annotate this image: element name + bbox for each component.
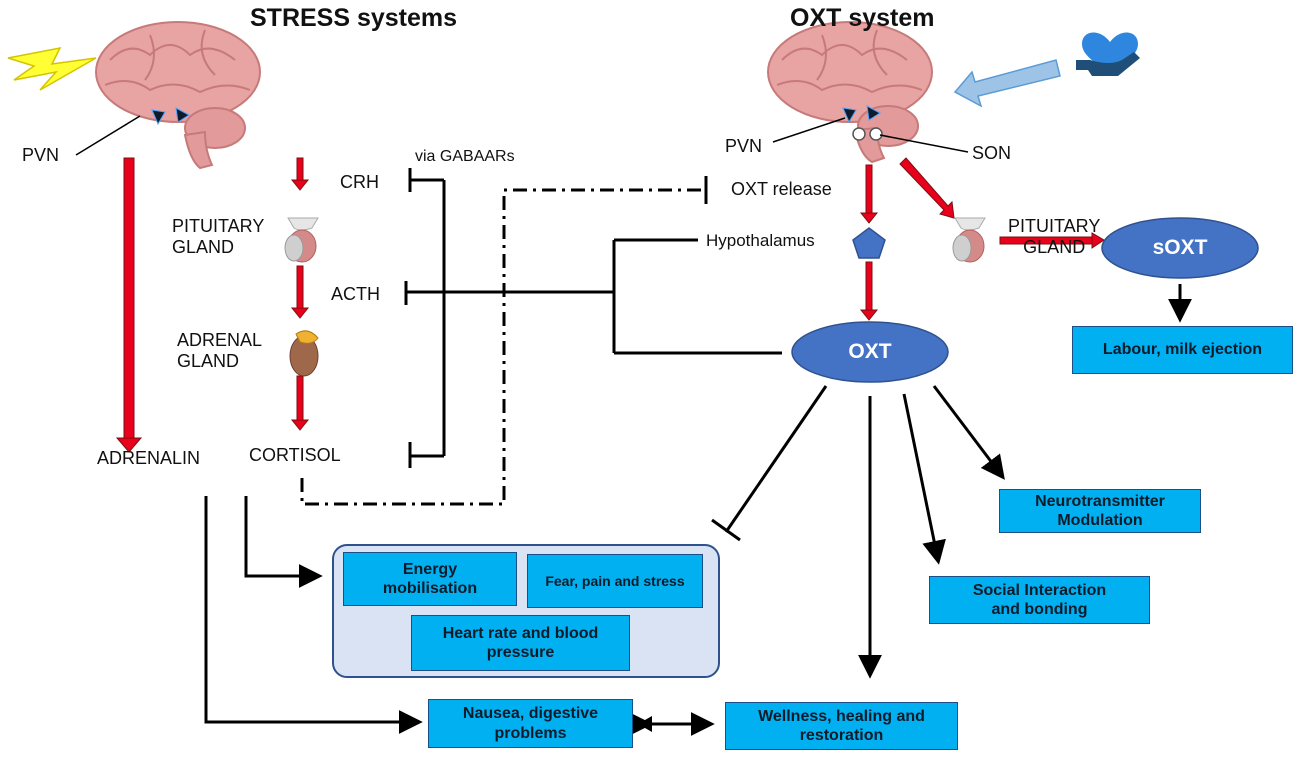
heart-hand-icon xyxy=(1076,32,1140,76)
pvn-pointer-right xyxy=(772,117,846,143)
title-stress: STRESS systems xyxy=(250,4,458,32)
box-heart: Heart rate and blood pressure xyxy=(411,615,630,671)
red-arrow-pvn-adrenalin xyxy=(115,157,143,453)
label-crh: CRH xyxy=(340,172,379,192)
cortisol-feedback-line xyxy=(300,188,706,506)
arrow-oxt-social xyxy=(902,393,946,565)
box-energy: Energy mobilisation xyxy=(343,552,517,606)
soxt-oval xyxy=(1101,217,1259,279)
pituitary-icon-right xyxy=(952,217,986,263)
label-hypothalamus: Hypothalamus xyxy=(706,231,815,250)
box-labour: Labour, milk ejection xyxy=(1072,326,1293,374)
soxt-oval-label: sOXT xyxy=(1152,236,1208,259)
pituitary-icon-left xyxy=(284,217,319,263)
label-adrenal: ADRENAL GLAND xyxy=(177,330,263,371)
red-arrow-to-pituitary-right xyxy=(899,157,955,219)
oxt-oval xyxy=(791,321,949,383)
box-wellness: Wellness, healing and restoration xyxy=(725,702,958,750)
label-acth: ACTH xyxy=(331,284,380,304)
box-nausea: Nausea, digestive problems xyxy=(428,699,633,748)
label-pituitary-left: PITUITARY GLAND xyxy=(172,216,265,257)
inhibit-line-fear xyxy=(724,385,828,533)
adrenal-icon xyxy=(289,330,319,377)
pentagon-icon xyxy=(852,227,886,259)
label-cortisol: CORTISOL xyxy=(249,445,341,465)
box-social: Social Interaction and bonding xyxy=(929,576,1150,624)
pvn-pointer-left xyxy=(75,115,141,156)
inhibit-bar-fear xyxy=(711,518,741,542)
son-pointer xyxy=(879,134,969,153)
arrow-cortisol-group xyxy=(244,496,323,588)
label-pituitary-right: PITUITARY GLAND xyxy=(1008,216,1101,257)
box-fear: Fear, pain and stress xyxy=(527,554,703,608)
label-adrenalin: ADRENALIN xyxy=(97,448,201,468)
box-neurotransmitter: Neurotransmitter Modulation xyxy=(999,489,1201,533)
red-arrow-hypothalamus-oxt xyxy=(859,261,879,321)
brain-icon-left xyxy=(95,21,261,170)
inhibition-bracket xyxy=(404,168,782,468)
label-son: SON xyxy=(972,143,1012,163)
red-arrow-to-cortisol xyxy=(290,375,310,431)
brain-icon-right xyxy=(767,21,933,164)
oxt-oval-label: OXT xyxy=(848,340,892,363)
red-arrow-to-adrenal xyxy=(290,265,310,319)
label-pvn-right: PVN xyxy=(725,136,763,156)
input-arrow xyxy=(953,59,1061,108)
label-pvn-left: PVN xyxy=(22,145,60,165)
red-arrow-oxt-release xyxy=(859,164,879,224)
title-oxt: OXT system xyxy=(790,4,935,32)
label-oxt-release: OXT release xyxy=(731,179,832,199)
lightning-icon xyxy=(7,46,97,91)
arrow-adrenalin-nausea xyxy=(204,496,423,734)
label-via-gabaars: via GABAARs xyxy=(415,148,515,165)
arrow-oxt-neurotransmitter xyxy=(932,385,1005,480)
red-arrow-to-crh xyxy=(290,157,310,191)
arrowhead-left xyxy=(638,716,652,732)
red-arrow-to-soxt xyxy=(999,232,1105,249)
